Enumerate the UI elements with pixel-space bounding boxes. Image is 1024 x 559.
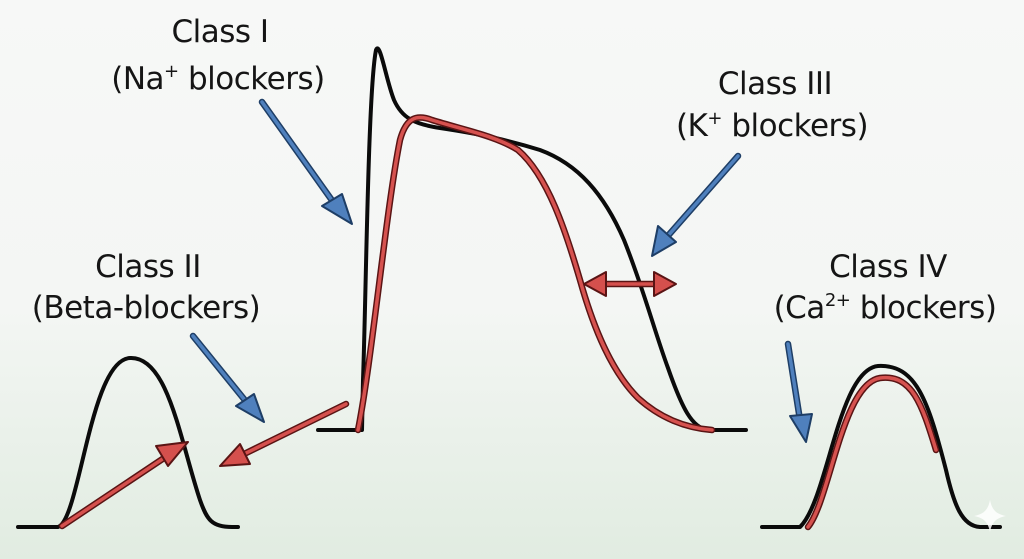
- class-3-duration-arrowhead-right: [653, 271, 677, 297]
- class-1-label: Class I (Na+ blockers): [111, 14, 325, 97]
- class-2-subtitle: (Beta-blockers): [32, 290, 260, 326]
- class-4-arrow: [784, 340, 813, 443]
- drug-action-potential-curve: [356, 115, 714, 432]
- class-1-arrowhead: [321, 193, 353, 225]
- class-4-arrowhead: [789, 413, 813, 443]
- class-2-title: Class II: [95, 249, 201, 285]
- class-3-duration-arrowhead-left: [583, 271, 607, 297]
- pacemaker-slope-arrow: [58, 441, 189, 530]
- class-3-title: Class III: [718, 66, 832, 102]
- class-2-arrow: [189, 332, 265, 423]
- class-4-baseline-curve: [760, 363, 1002, 529]
- sparkle-icon: [974, 500, 1006, 532]
- class-3-subtitle: (K+ blockers): [676, 108, 868, 144]
- class-4-label: Class IV (Ca2+ blockers): [774, 249, 997, 326]
- action-potential: [316, 46, 748, 434]
- class-1-arrow: [258, 98, 353, 225]
- class-3-arrowhead: [651, 225, 677, 257]
- pacemaker-slope-arrowhead: [155, 441, 189, 467]
- class-3-arrow: [651, 152, 742, 257]
- class-3-label: Class III (K+ blockers): [676, 66, 869, 144]
- pacemaker-baseline-curve: [16, 355, 240, 529]
- class-4-curve: [760, 363, 1002, 531]
- class-2-link-arrow: [219, 400, 350, 467]
- class-2-link-arrowhead: [219, 443, 251, 467]
- class-4-subtitle: (Ca2+ blockers): [774, 290, 997, 326]
- class-2-arrowhead: [235, 393, 265, 423]
- class-1-subtitle: (Na+ blockers): [111, 61, 324, 97]
- class-4-title: Class IV: [829, 249, 947, 285]
- class-1-title: Class I: [171, 14, 268, 50]
- class-3-duration-arrow: [583, 271, 677, 297]
- class-4-drug-curve: [806, 375, 938, 529]
- class-2-label: Class II (Beta-blockers): [32, 249, 261, 326]
- pacemaker-curve: [16, 355, 240, 529]
